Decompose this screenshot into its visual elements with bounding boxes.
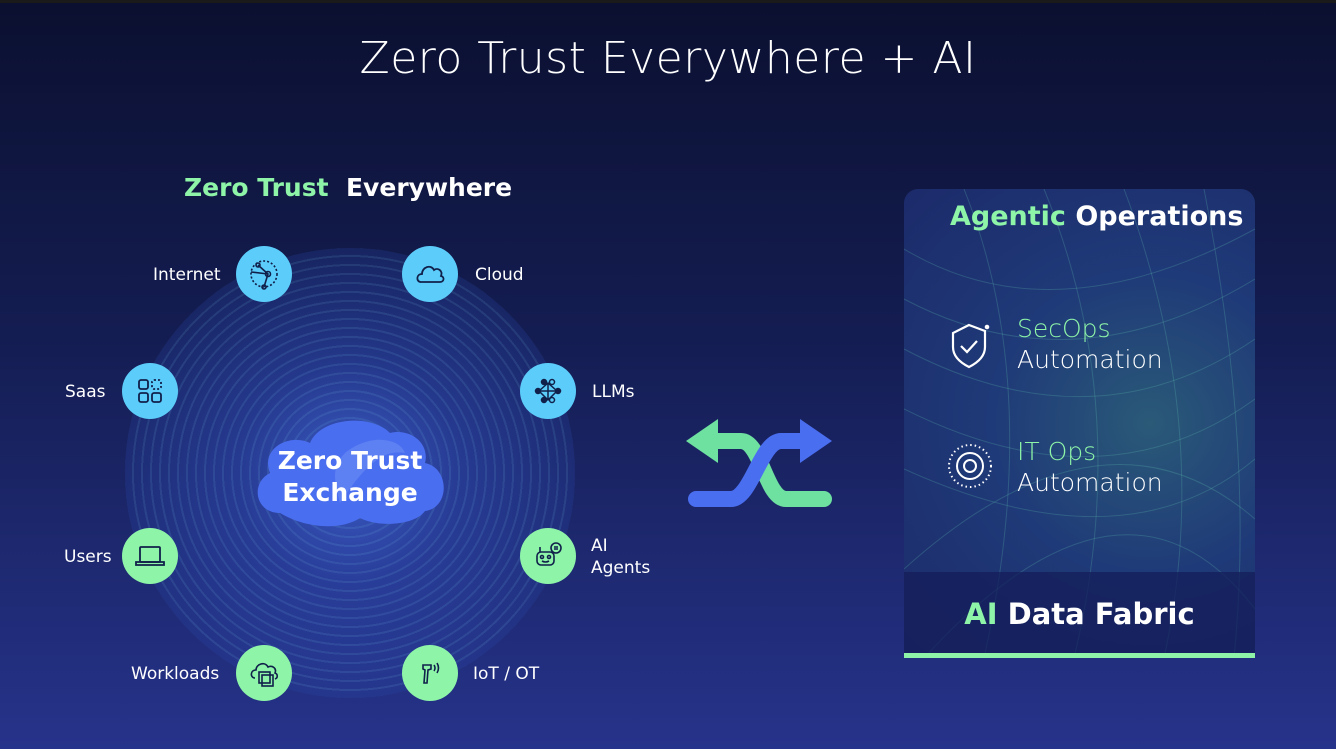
node-llms[interactable] (520, 363, 576, 419)
cloud-stack-icon (250, 662, 279, 687)
zero-trust-exchange-cloud (257, 420, 444, 527)
node-iot-ot[interactable] (402, 645, 458, 701)
zero-trust-heading: Zero Trust Everywhere (184, 173, 512, 202)
node-saas[interactable] (122, 363, 178, 419)
neural-network-icon (534, 378, 562, 404)
globe-network-icon (250, 260, 278, 290)
slide-title: Zero Trust Everywhere + AI (359, 33, 977, 84)
heading-accent: Zero Trust (184, 173, 329, 202)
apps-grid-icon (138, 379, 162, 403)
scanner-signal-icon (422, 662, 440, 684)
node-ai-agents[interactable] (520, 528, 576, 584)
shield-check-icon (951, 323, 990, 369)
accent-underline (904, 653, 1255, 658)
node-internet[interactable] (236, 246, 292, 302)
label-workloads: Workloads (131, 664, 220, 684)
heading-rest: Everywhere (345, 173, 513, 202)
node-users[interactable] (122, 528, 178, 584)
robot-chat-icon (536, 542, 562, 566)
gear-icon (948, 444, 992, 488)
node-workloads[interactable] (236, 645, 292, 701)
label-iot-ot: IoT / OT (473, 664, 540, 684)
cloud-icon (416, 265, 445, 283)
agentic-operations-heading: Agentic Operations (950, 201, 1244, 232)
label-llms: LLMs (592, 382, 635, 402)
label-users: Users (64, 547, 112, 567)
label-internet: Internet (153, 265, 221, 285)
bidirectional-shuffle-icon (686, 419, 832, 507)
label-saas: Saas (65, 382, 106, 402)
node-cloud[interactable] (402, 246, 458, 302)
label-cloud: Cloud (475, 265, 524, 285)
ai-data-fabric: AI Data Fabric (904, 572, 1255, 653)
laptop-icon (135, 546, 165, 566)
